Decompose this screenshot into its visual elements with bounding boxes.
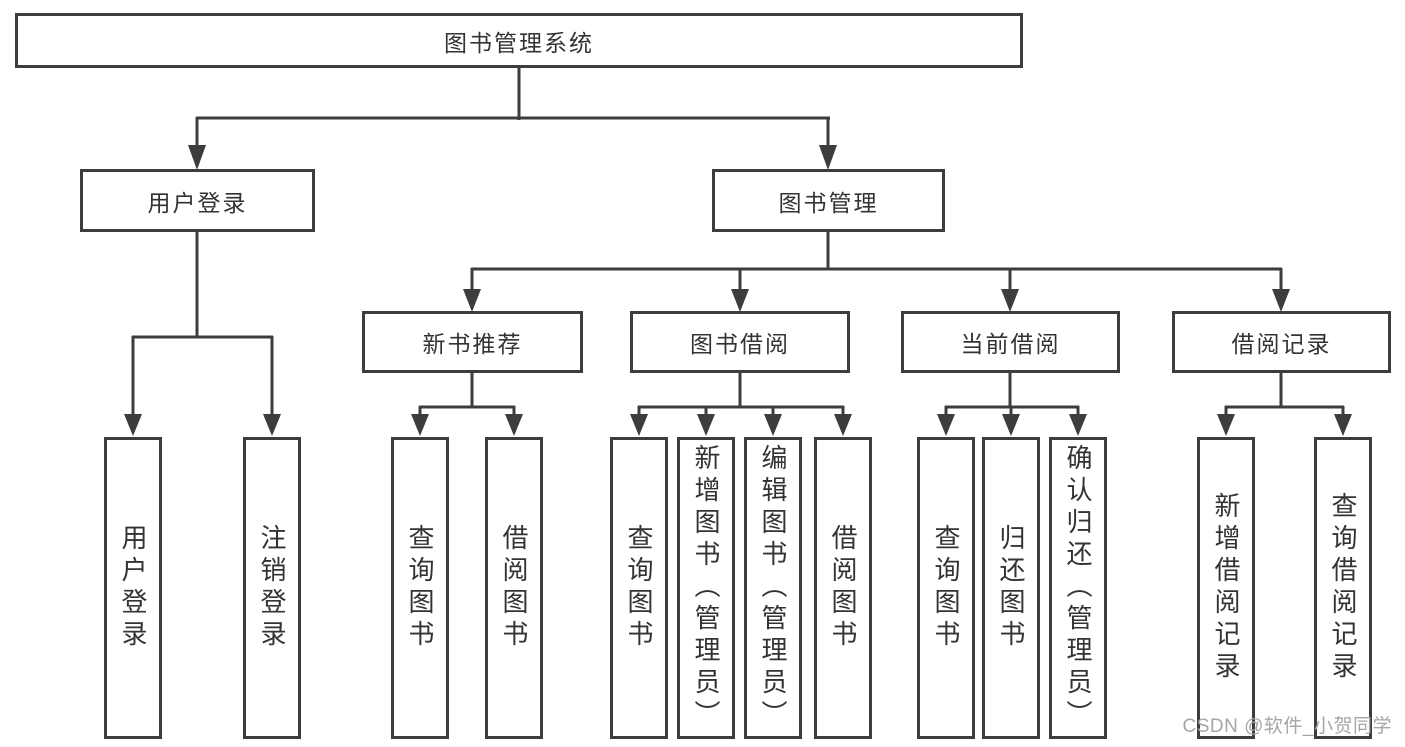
watermark: CSDN @软件_小贺同学 <box>1182 716 1392 737</box>
node-label: 用户登录 <box>147 189 248 216</box>
arrow-down-icon <box>463 289 481 312</box>
arrow-down-icon <box>697 414 715 436</box>
leaf-label: 用户登录 <box>118 524 148 652</box>
arrow-down-icon <box>1272 289 1290 312</box>
arrow-down-icon <box>1002 414 1020 436</box>
node-label: 图书管理 <box>778 189 879 216</box>
arrow-down-icon <box>124 414 142 436</box>
node-borrow-records: 借阅记录 <box>1172 311 1391 373</box>
leaf-borrow-books-recommend: 借阅图书 <box>485 437 543 739</box>
arrow-down-icon <box>1217 414 1235 436</box>
leaf-label: 查询图书 <box>624 524 654 652</box>
leaf-borrow-books: 借阅图书 <box>814 437 872 739</box>
arrow-down-icon <box>819 145 837 170</box>
leaf-confirm-return-admin: 确认归还（管理员） <box>1049 437 1107 739</box>
arrow-down-icon <box>1069 414 1087 436</box>
node-current-borrow: 当前借阅 <box>901 311 1120 373</box>
edges-current-borrow <box>937 373 1087 436</box>
leaf-label: 编辑图书（管理员） <box>758 444 788 732</box>
leaf-add-borrow-record: 新增借阅记录 <box>1197 437 1255 739</box>
arrow-down-icon <box>188 145 206 170</box>
arrow-down-icon <box>834 414 852 436</box>
leaf-user-login: 用户登录 <box>104 437 162 739</box>
edges-user-login <box>124 231 281 436</box>
arrow-down-icon <box>411 414 429 436</box>
arrow-down-icon <box>263 414 281 436</box>
leaf-label: 查询图书 <box>405 524 435 652</box>
arrow-down-icon <box>1334 414 1352 436</box>
arrow-down-icon <box>731 289 749 312</box>
arrow-down-icon <box>937 414 955 436</box>
arrow-down-icon <box>764 414 782 436</box>
leaf-label: 确认归还（管理员） <box>1063 444 1093 732</box>
edges-book-borrow <box>630 373 852 436</box>
node-book-management: 图书管理 <box>712 169 945 232</box>
leaf-edit-book-admin: 编辑图书（管理员） <box>744 437 802 739</box>
node-new-book-recommend: 新书推荐 <box>362 311 583 373</box>
leaf-label: 注销登录 <box>257 524 287 652</box>
arrow-down-icon <box>1001 289 1019 312</box>
leaf-query-books-current: 查询图书 <box>917 437 975 739</box>
leaf-label: 归还图书 <box>996 524 1026 652</box>
edges-root-to-level2 <box>188 66 837 170</box>
leaf-query-books-recommend: 查询图书 <box>391 437 449 739</box>
leaf-label: 新增图书（管理员） <box>691 444 721 732</box>
leaf-query-borrow-record: 查询借阅记录 <box>1314 437 1372 739</box>
node-book-borrow: 图书借阅 <box>630 311 850 373</box>
leaf-label: 借阅图书 <box>828 524 858 652</box>
node-label: 当前借阅 <box>960 331 1061 357</box>
node-label: 新书推荐 <box>422 331 523 357</box>
arrow-down-icon <box>505 414 523 436</box>
arrow-down-icon <box>630 414 648 436</box>
node-user-login: 用户登录 <box>80 169 315 232</box>
node-label: 借阅记录 <box>1231 331 1332 357</box>
leaf-label: 查询图书 <box>931 524 961 652</box>
node-label: 图书管理系统 <box>444 29 594 56</box>
node-root: 图书管理系统 <box>15 13 1023 68</box>
leaf-query-books-borrow: 查询图书 <box>610 437 668 739</box>
edges-book-management <box>463 231 1290 312</box>
edges-new-book-recommend <box>411 373 523 436</box>
node-label: 图书借阅 <box>690 331 790 357</box>
leaf-logout: 注销登录 <box>243 437 301 739</box>
leaf-label: 新增借阅记录 <box>1211 492 1241 684</box>
edges-borrow-records <box>1217 373 1352 436</box>
leaf-label: 借阅图书 <box>499 524 529 652</box>
leaf-return-books: 归还图书 <box>982 437 1040 739</box>
leaf-add-book-admin: 新增图书（管理员） <box>677 437 735 739</box>
leaf-label: 查询借阅记录 <box>1328 492 1358 684</box>
